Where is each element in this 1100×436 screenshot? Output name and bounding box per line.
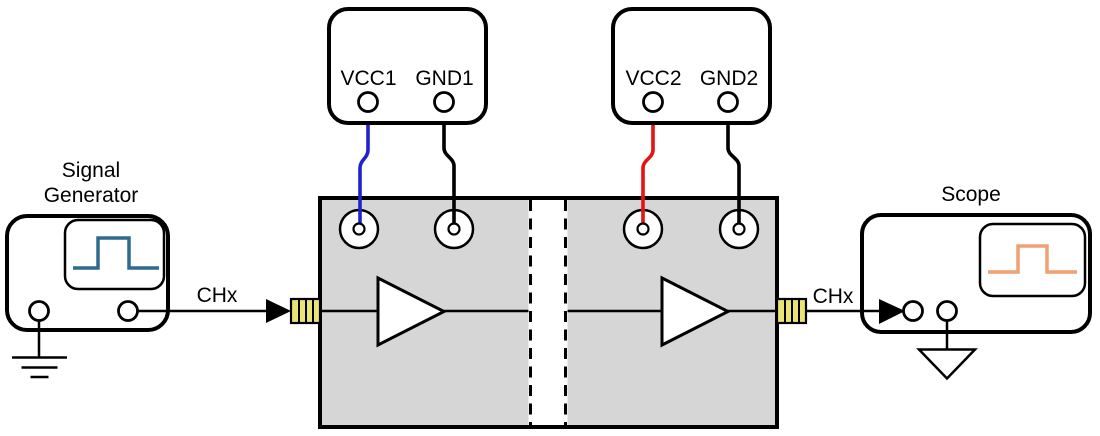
generator-pulse-waveform-icon <box>73 236 159 270</box>
gnd2-terminal <box>717 91 739 113</box>
chx-right-label: CHx <box>812 285 854 308</box>
jack-gnd1-inner <box>447 222 461 236</box>
jack-vcc1-inner <box>352 222 366 236</box>
chassis-ground-icon <box>916 320 978 381</box>
vcc1-label: VCC1 <box>340 67 397 90</box>
scope-label: Scope <box>941 183 1001 206</box>
gnd2-label: GND2 <box>699 67 759 90</box>
scope-screen <box>978 222 1087 298</box>
sma-left-threads <box>298 299 314 323</box>
power-supply-2 <box>611 7 772 125</box>
scope <box>806 213 1092 381</box>
dut-board <box>318 196 779 429</box>
scope-ground-terminal <box>936 300 958 322</box>
buffer-triangle-right-icon <box>660 275 732 348</box>
banana-jacks-outer <box>338 208 760 250</box>
arrowhead-right-icon <box>266 299 291 323</box>
vcc1-wire <box>358 112 370 229</box>
arrowhead-right-icon <box>879 299 905 324</box>
vcc2-wire <box>641 112 655 229</box>
banana-jacks-inner <box>352 222 746 236</box>
signal-generator-label: Signal Generator <box>43 159 139 207</box>
gnd2-wire <box>726 112 741 229</box>
input-signal-path <box>137 299 291 323</box>
jack-gnd2-inner <box>732 222 746 236</box>
vcc2-label: VCC2 <box>625 67 682 90</box>
signal-generator <box>5 214 170 379</box>
vcc1-terminal <box>357 91 379 113</box>
sma-right-threads <box>784 299 800 323</box>
earth-ground-icon <box>12 320 67 379</box>
power-supply-1 <box>327 7 488 125</box>
scope-input-terminal <box>902 300 924 322</box>
buffer-triangle-left-icon <box>376 275 448 348</box>
signal-generator-screen <box>63 218 166 291</box>
sma-connector-left-icon <box>289 297 322 325</box>
gnd1-label: GND1 <box>415 67 474 90</box>
scope-pulse-waveform-icon <box>988 244 1077 274</box>
gnd1-wire <box>442 112 456 229</box>
generator-output-terminal <box>117 300 139 322</box>
generator-ground-terminal <box>28 300 50 322</box>
jack-vcc2-inner <box>636 222 650 236</box>
chx-left-label: CHx <box>196 284 238 307</box>
isolation-barrier-icon <box>529 200 567 425</box>
isolation-gap <box>528 200 568 425</box>
vcc2-terminal <box>642 91 664 113</box>
supply-wires <box>358 112 741 229</box>
gnd1-terminal <box>433 91 455 113</box>
